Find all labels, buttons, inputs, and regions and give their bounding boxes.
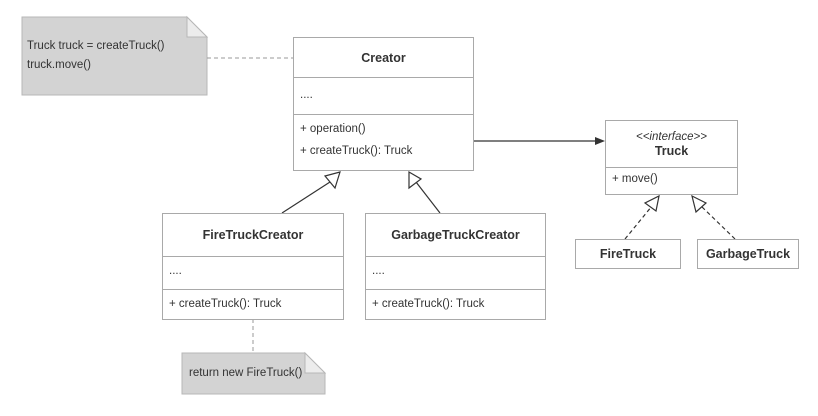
class-garbagetruck-title: GarbageTruck <box>705 246 791 261</box>
class-firetruckcreator-attributes-text: .... <box>169 265 182 277</box>
interface-truck-method-1: + move() <box>612 173 658 185</box>
class-creator-methods: + operation() + createTruck(): Truck <box>294 114 473 169</box>
class-creator-method-2: + createTruck(): Truck <box>300 145 413 157</box>
class-garbagetruckcreator-method-1: + createTruck(): Truck <box>372 298 485 310</box>
inheritance-arrowhead-garbagetruckcreator <box>408 170 423 190</box>
class-firetruck-title: FireTruck <box>599 246 657 261</box>
note-client-line-1: Truck truck = createTruck() <box>27 40 165 52</box>
association-arrowhead <box>595 137 605 145</box>
note-client[interactable] <box>21 15 209 96</box>
class-firetruckcreator-title: FireTruckCreator <box>202 228 304 242</box>
class-creator-attributes: .... <box>294 77 473 114</box>
class-firetruckcreator-method-1: + createTruck(): Truck <box>169 298 282 310</box>
class-firetruckcreator[interactable]: FireTruckCreator .... + createTruck(): T… <box>162 213 344 320</box>
realization-arrowhead-garbagetruck <box>691 194 708 214</box>
interface-truck-title-block: <<interface>> Truck <box>606 121 737 167</box>
class-garbagetruckcreator-attributes-text: .... <box>372 265 385 277</box>
note-client-line-2: truck.move() <box>27 59 91 71</box>
class-firetruckcreator-attributes: .... <box>163 256 343 289</box>
realization-arrowhead-firetruck <box>643 194 660 213</box>
realization-firetruck-truck <box>624 205 653 240</box>
class-garbagetruckcreator-attributes: .... <box>366 256 545 289</box>
interface-truck[interactable]: <<interface>> Truck + move() <box>605 120 738 195</box>
inheritance-arrowhead-firetruckcreator <box>323 171 341 190</box>
interface-truck-stereotype: <<interface>> <box>636 130 707 143</box>
note-factory-text: return new FireTruck() <box>189 364 302 383</box>
realization-garbagetruck-truck <box>700 205 736 240</box>
class-creator-method-1: + operation() <box>300 123 366 135</box>
inheritance-garbagetruckcreator-creator <box>415 181 441 214</box>
class-garbagetruckcreator-title: GarbageTruckCreator <box>391 228 520 242</box>
class-creator-title: Creator <box>361 50 406 65</box>
note-factory-line-1: return new FireTruck() <box>189 367 303 379</box>
interface-truck-methods: + move() <box>606 167 737 193</box>
interface-truck-title: Truck <box>654 143 689 158</box>
class-firetruckcreator-methods: + createTruck(): Truck <box>163 289 343 319</box>
class-firetruck[interactable]: FireTruck <box>575 239 681 269</box>
class-garbagetruck[interactable]: GarbageTruck <box>697 239 799 269</box>
inheritance-firetruckcreator-creator <box>281 181 331 214</box>
class-creator-attributes-text: .... <box>300 89 313 101</box>
class-garbagetruckcreator[interactable]: GarbageTruckCreator .... + createTruck()… <box>365 213 546 320</box>
class-garbagetruckcreator-methods: + createTruck(): Truck <box>366 289 545 319</box>
class-creator[interactable]: Creator .... + operation() + createTruck… <box>293 37 474 171</box>
note-client-text: Truck truck = createTruck() truck.move() <box>27 37 165 75</box>
note-factory[interactable] <box>181 351 327 395</box>
